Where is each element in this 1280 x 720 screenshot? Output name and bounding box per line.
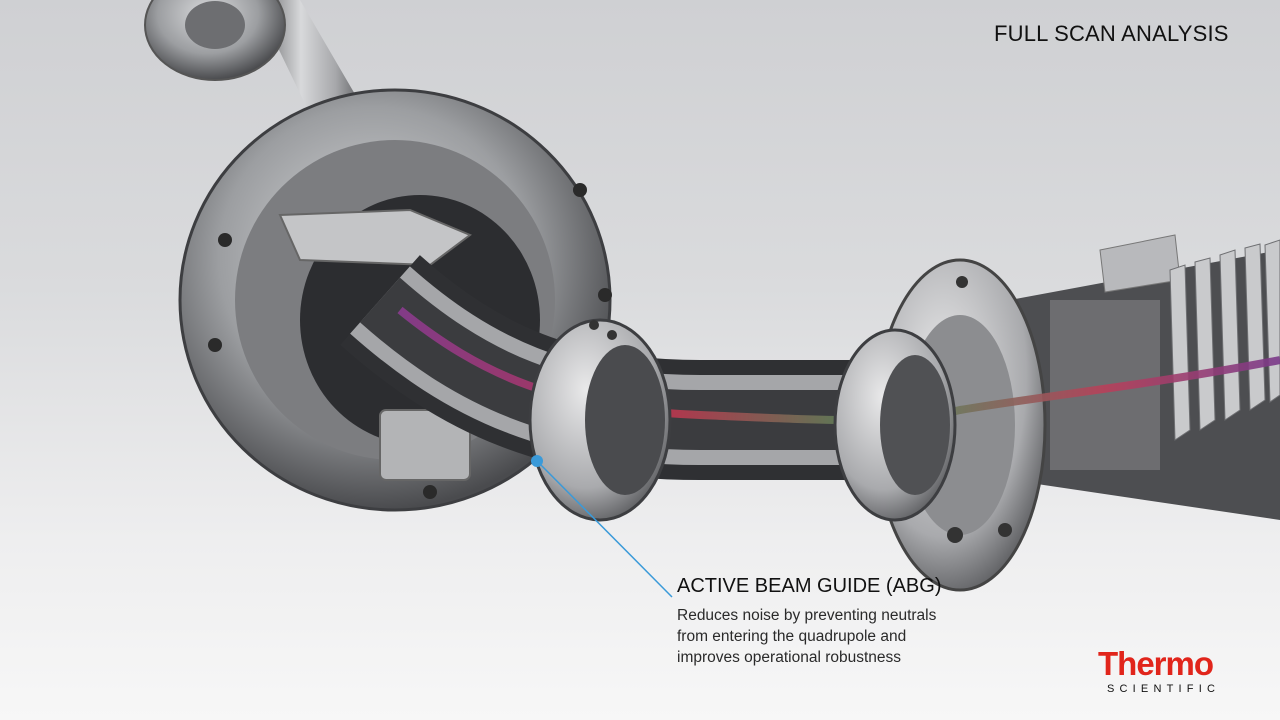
logo-secondary-text: SCIENTIFIC [1107, 683, 1221, 695]
caption-title: FULL SCAN ANALYSIS [994, 21, 1229, 46]
brand-logo: Thermo SCIENTIFIC [1098, 646, 1248, 696]
abg-ring [528, 318, 672, 522]
callout-body: Reduces noise by preventing neutrals fro… [677, 605, 997, 668]
callout-body-line: from entering the quadrupole and [677, 628, 907, 645]
callout-heading: ACTIVE BEAM GUIDE (ABG) [677, 575, 942, 597]
callout-body-line: Reduces noise by preventing neutrals [677, 607, 937, 624]
callout-body-line: improves operational robustness [677, 649, 902, 666]
right-ring [833, 328, 957, 522]
callout-leader [531, 455, 673, 598]
quadrupole-assembly [1010, 234, 1280, 520]
logo-primary-text: Thermo [1098, 645, 1214, 682]
